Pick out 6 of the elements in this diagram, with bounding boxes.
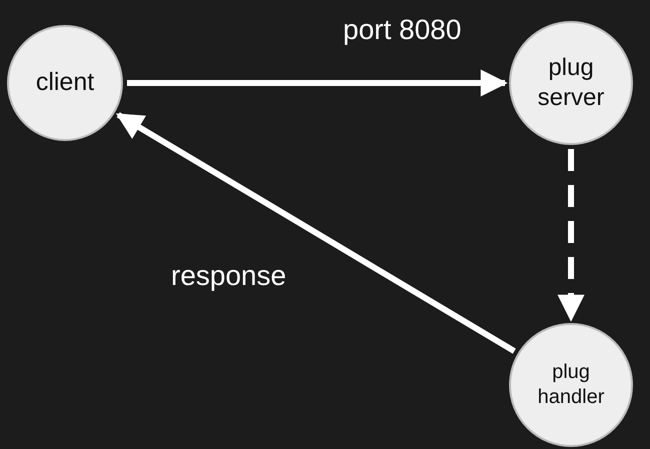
arrow [127,70,508,96]
node-label: client [36,67,94,98]
node-label: plug server [536,53,606,113]
node-label: plug handler [536,360,606,410]
arrow [116,112,516,354]
arrow [558,149,584,322]
